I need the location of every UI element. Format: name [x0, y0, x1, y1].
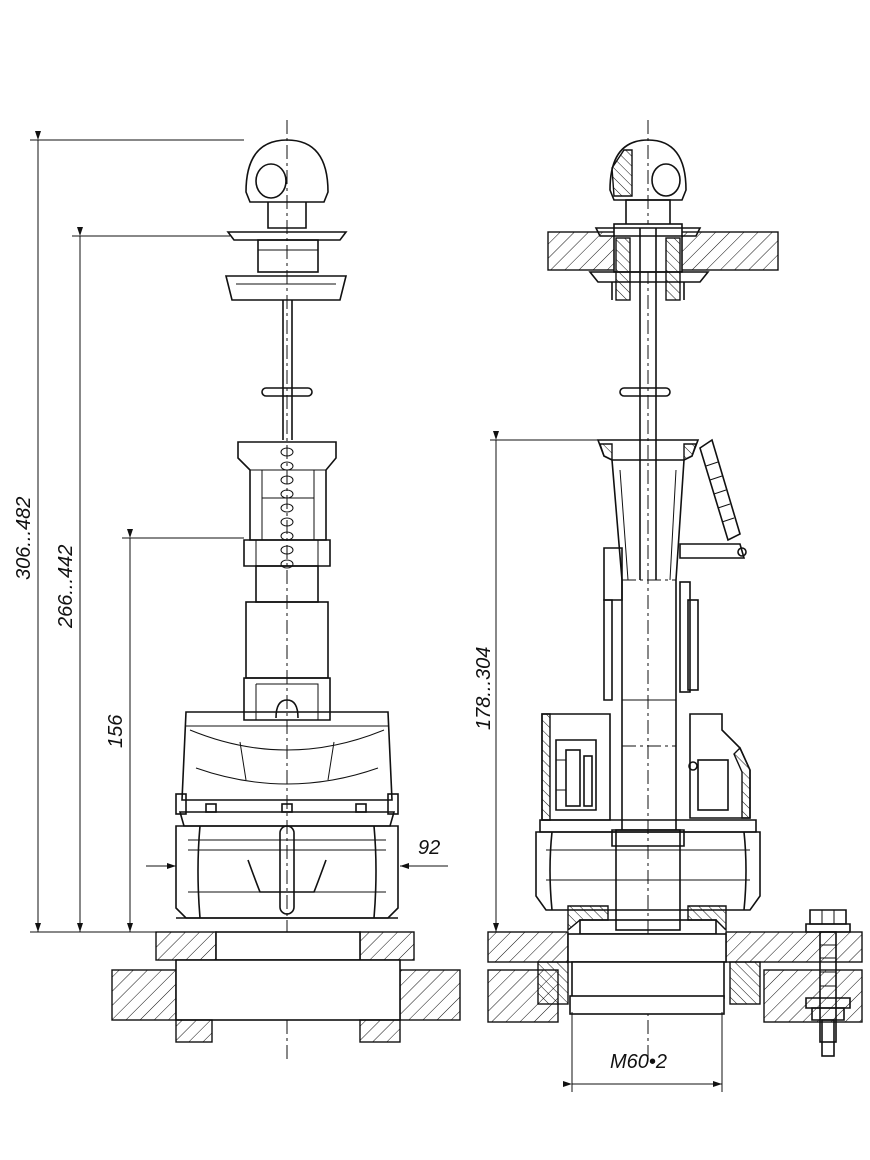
- dim-overall-height: 306...482: [13, 497, 35, 580]
- section-view: [487, 120, 863, 1060]
- dim-button-height: 266...442: [55, 545, 77, 629]
- dim-float-height: 156: [105, 714, 127, 748]
- dim-valve-height: 178...304: [473, 647, 495, 730]
- front-view: [111, 120, 461, 1060]
- bolt: [805, 909, 851, 1057]
- dim-width: 92: [418, 837, 440, 859]
- chain: [280, 447, 294, 569]
- dimensions: [30, 131, 723, 1092]
- dim-thread: M60•2: [610, 1051, 667, 1073]
